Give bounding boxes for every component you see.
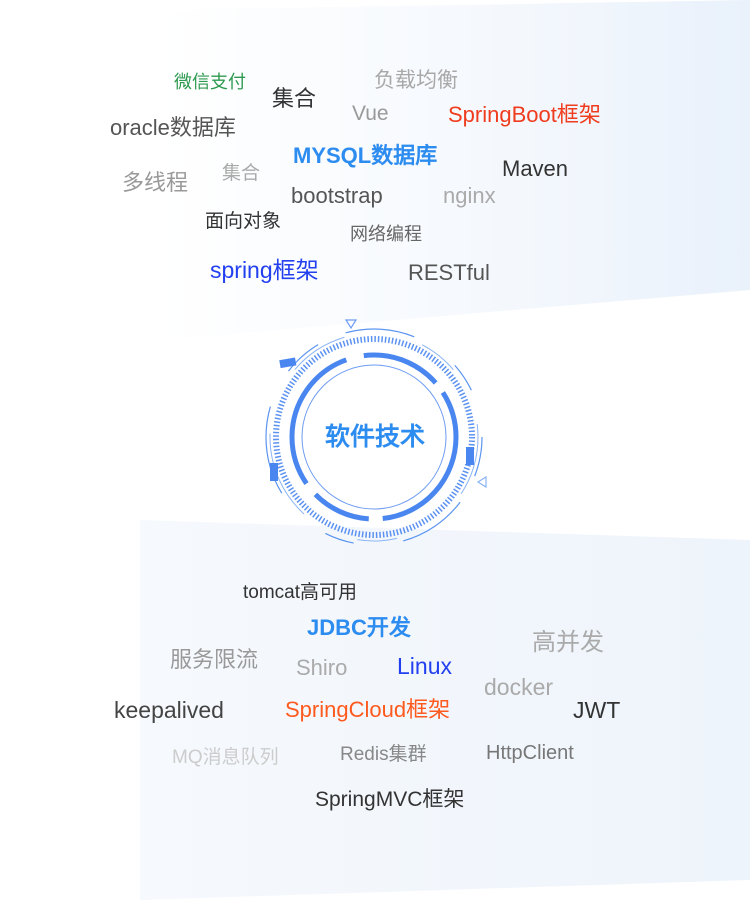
keyword-bootstrap: bootstrap (291, 183, 383, 208)
keyword-jdbc: JDBC开发 (307, 615, 411, 640)
keyword-spring: spring框架 (210, 257, 319, 283)
keyword-vue: Vue (352, 102, 389, 125)
keyword-shiro: Shiro (296, 655, 348, 680)
keyword-tomcat: tomcat高可用 (243, 582, 358, 603)
keyword-load-balancing: 负载均衡 (374, 69, 458, 92)
keyword-rate-limiting: 服务限流 (170, 647, 259, 672)
keyword-springboot: SpringBoot框架 (448, 102, 601, 127)
keyword-network-programming: 网络编程 (350, 224, 422, 244)
keyword-springmvc: SpringMVC框架 (315, 788, 465, 811)
keyword-oop: 面向对象 (205, 211, 282, 232)
keyword-redis: Redis集群 (340, 744, 427, 765)
keyword-springcloud: SpringCloud框架 (285, 697, 451, 722)
keyword-restful: RESTful (408, 260, 490, 285)
keyword-mq: MQ消息队列 (172, 747, 279, 768)
keyword-wechat-pay: 微信支付 (174, 72, 246, 92)
keyword-jwt: JWT (573, 697, 621, 723)
keyword-collections-2: 集合 (222, 163, 261, 184)
keyword-mysql: MYSQL数据库 (293, 143, 438, 168)
keyword-linux: Linux (397, 653, 452, 679)
keyword-high-concurrency: 高并发 (532, 629, 604, 656)
center-title: 软件技术 (324, 423, 425, 451)
keyword-maven: Maven (502, 156, 569, 181)
keyword-keepalived: keepalived (114, 697, 224, 723)
keyword-oracle: oracle数据库 (110, 115, 236, 140)
keyword-nginx: nginx (443, 183, 496, 208)
keyword-httpclient: HttpClient (486, 742, 574, 764)
center-ring-emblem (265, 319, 487, 546)
keyword-multithreading: 多线程 (122, 170, 189, 195)
keyword-collections: 集合 (272, 86, 317, 111)
keyword-docker: docker (484, 674, 554, 700)
